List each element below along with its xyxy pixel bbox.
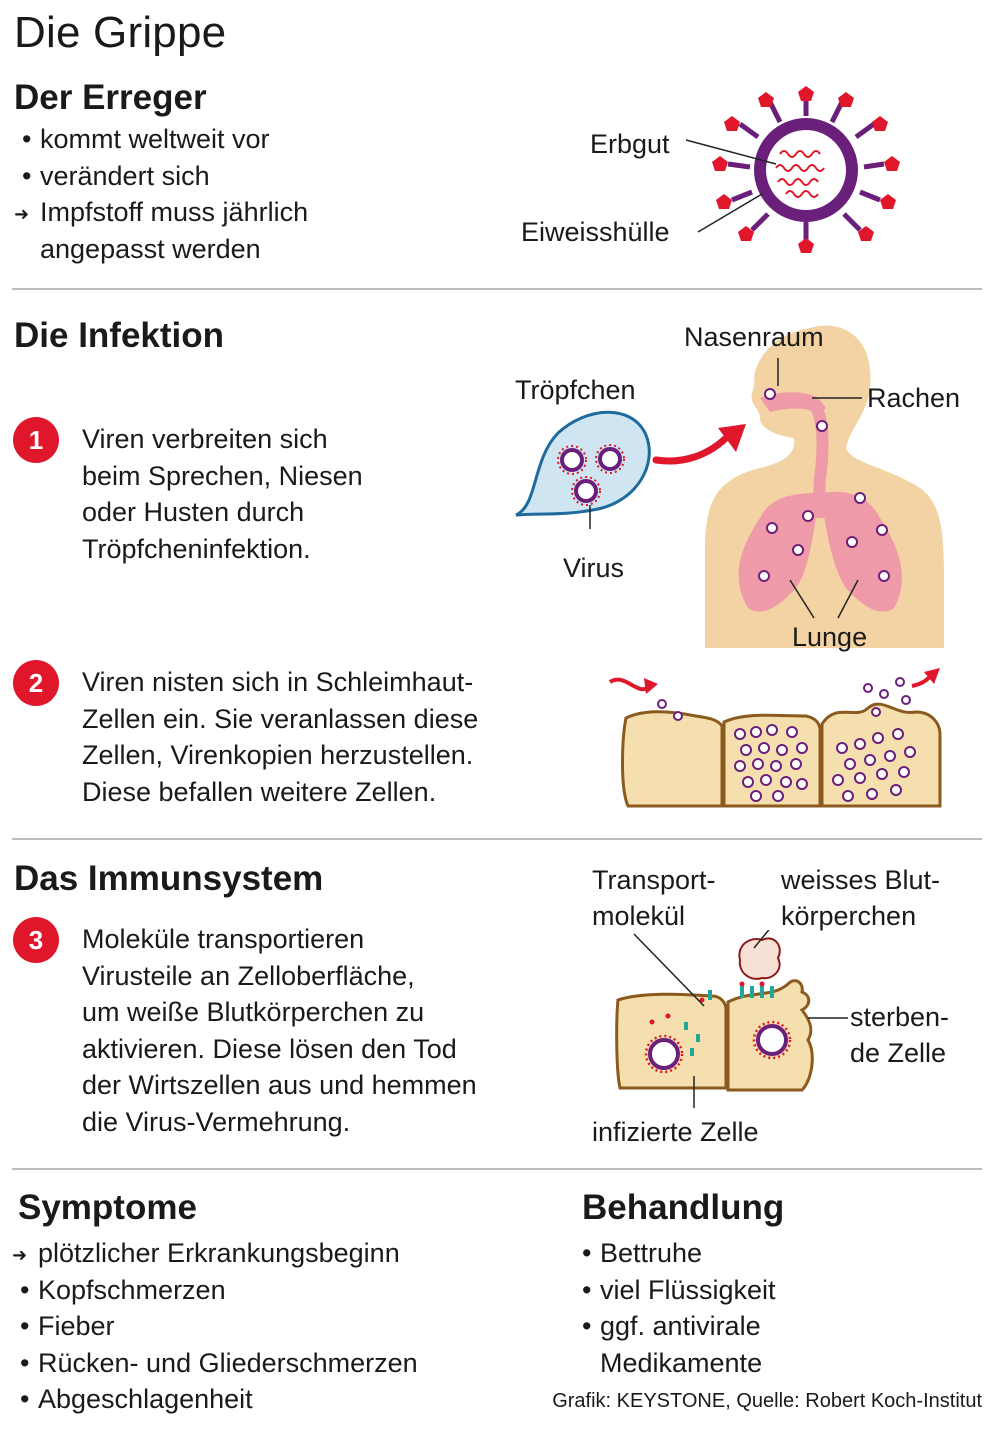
divider — [12, 288, 982, 290]
arrow-line-1: Impfstoff muss jährlich — [40, 197, 309, 227]
transmission-arrow-icon — [652, 424, 746, 465]
list-item: Fieber — [12, 1308, 418, 1345]
label-weisses-blutkoerperchen: weisses Blut- körperchen — [781, 865, 941, 931]
label-rachen: Rachen — [867, 383, 961, 413]
step-2-text: Viren nisten sich in Schleimhaut- Zellen… — [82, 667, 479, 807]
droplet-illustration — [515, 410, 651, 529]
label-sterbende-zelle: sterben- de Zelle — [850, 1002, 950, 1068]
erreger-list: kommt weltweit vor verändert sich Impfst… — [14, 121, 308, 267]
right-lung — [822, 491, 902, 612]
page-title: Die Grippe — [14, 8, 227, 57]
virus-genome — [775, 150, 825, 198]
virus-illustration — [685, 86, 900, 253]
erreger-heading: Der Erreger — [14, 78, 207, 117]
list-item-arrow: plötzlicher Erkrankungsbeginn — [12, 1235, 418, 1273]
step-1-text: Viren verbreiten sich beim Sprechen, Nie… — [82, 424, 363, 564]
list-item: ggf. antivirale — [574, 1308, 776, 1345]
list-item: viel Flüssigkeit — [574, 1272, 776, 1309]
left-lung — [738, 493, 818, 612]
immun-heading: Das Immunsystem — [14, 859, 324, 898]
behandlung-heading: Behandlung — [582, 1188, 785, 1227]
virus-spikes — [712, 86, 900, 253]
infektion-heading: Die Infektion — [14, 316, 225, 355]
label-infizierte-zelle: infizierte Zelle — [592, 1117, 759, 1147]
list-item: kommt weltweit vor — [14, 121, 308, 158]
symptome-heading: Symptome — [18, 1188, 197, 1227]
trachea — [808, 400, 829, 519]
mucosa-cells-illustration — [608, 668, 942, 808]
step-3-badge: 3 — [13, 917, 59, 963]
droplet-viruses — [560, 447, 622, 503]
list-item: Rücken- und Gliederschmerzen — [12, 1345, 418, 1382]
list-item-continuation: Medikamente — [600, 1347, 763, 1378]
source-credit: Grafik: KEYSTONE, Quelle: Robert Koch-In… — [552, 1390, 982, 1412]
step-1-badge: 1 — [13, 417, 59, 463]
label-eiweisshuelle: Eiweisshülle — [521, 217, 670, 247]
list-item: Abgeschlagenheit — [12, 1381, 418, 1418]
behandlung-list: Bettruhe viel Flüssigkeit ggf. antiviral… — [574, 1235, 776, 1381]
step-3-text: Moleküle transportieren Virusteile an Ze… — [82, 924, 477, 1137]
immune-cells-illustration — [615, 930, 848, 1108]
list-item: Kopfschmerzen — [12, 1272, 418, 1309]
arrow-line-2: angepasst werden — [40, 233, 261, 264]
list-item: verändert sich — [14, 158, 308, 195]
step-2-badge: 2 — [13, 660, 59, 706]
symptome-list: plötzlicher Erkrankungsbeginn Kopfschmer… — [12, 1235, 418, 1418]
transport-molecules — [684, 986, 774, 1056]
cell-viruses — [657, 677, 916, 802]
list-item-arrow: Impfstoff muss jährlich angepasst werden — [14, 194, 308, 267]
label-transportmolekuel: Transport- molekül — [592, 865, 716, 931]
label-tropfchen: Tröpfchen — [515, 375, 636, 405]
white-blood-cell — [738, 937, 781, 980]
label-virus: Virus — [563, 553, 625, 583]
label-nasenraum: Nasenraum — [684, 322, 824, 352]
list-item: Bettruhe — [574, 1235, 776, 1272]
divider — [12, 1168, 982, 1170]
nasal-cavity — [760, 392, 826, 414]
label-lunge: Lunge — [792, 622, 868, 652]
respiratory-illustration — [705, 325, 944, 648]
divider — [12, 838, 982, 840]
label-erbgut: Erbgut — [590, 129, 670, 159]
